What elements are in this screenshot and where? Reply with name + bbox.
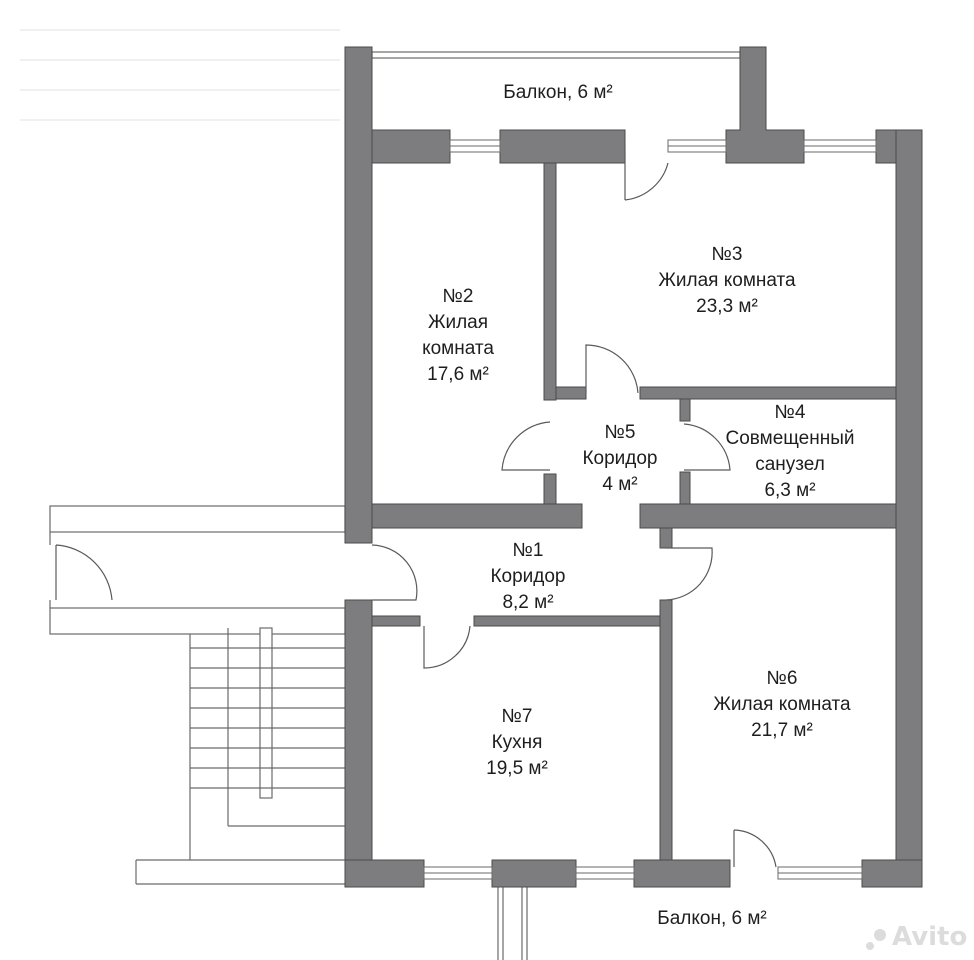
svg-text:21,7 м²: 21,7 м²	[751, 720, 813, 741]
balcony-bottom	[497, 886, 528, 960]
walls	[344, 46, 923, 888]
staircase	[49, 505, 346, 885]
window-room6-bottom	[777, 866, 863, 880]
svg-text:Совмещенный: Совмещенный	[725, 428, 854, 449]
svg-text:Коридор: Коридор	[582, 448, 657, 469]
svg-text:комната: комната	[422, 338, 494, 359]
room-5-label: №5 Коридор 4 м²	[582, 422, 657, 495]
label-balcony-bottom: Балкон, 6 м²	[657, 908, 767, 929]
svg-text:№3: №3	[712, 244, 743, 265]
balcony-top	[371, 51, 741, 59]
room-1-label: №1 Коридор 8,2 м²	[490, 540, 565, 613]
avito-watermark: Avito	[866, 922, 967, 952]
room-4-label: №4 Совмещенный санузел 6,3 м²	[725, 402, 854, 501]
svg-text:№5: №5	[605, 422, 636, 443]
window-room2-top	[449, 139, 501, 153]
window-kitchen-a	[423, 866, 493, 880]
svg-text:Avito: Avito	[892, 922, 967, 952]
svg-text:8,2 м²: 8,2 м²	[502, 592, 553, 613]
svg-text:Балкон, 6 м²: Балкон, 6 м²	[503, 82, 613, 103]
svg-text:6,3 м²: 6,3 м²	[764, 480, 815, 501]
room-7-label: №7 Кухня 19,5 м²	[486, 706, 548, 779]
windows	[423, 139, 877, 880]
svg-text:23,3 м²: 23,3 м²	[696, 296, 758, 317]
svg-text:санузел: санузел	[755, 454, 825, 475]
room-2-label: №2 Жилая комната 17,6 м²	[422, 286, 494, 385]
svg-text:Балкон, 6 м²: Балкон, 6 м²	[657, 908, 767, 929]
svg-text:№1: №1	[513, 540, 544, 561]
svg-text:№2: №2	[443, 286, 474, 307]
background-ghost-lines	[20, 29, 340, 121]
svg-text:Жилая: Жилая	[428, 312, 488, 333]
svg-text:Коридор: Коридор	[490, 566, 565, 587]
svg-text:17,6 м²: 17,6 м²	[427, 364, 489, 385]
svg-text:Кухня: Кухня	[492, 732, 543, 753]
svg-text:№7: №7	[502, 706, 533, 727]
svg-text:4 м²: 4 м²	[602, 474, 637, 495]
svg-text:№4: №4	[775, 402, 806, 423]
label-balcony-top: Балкон, 6 м²	[503, 82, 613, 103]
room-6-label: №6 Жилая комната 21,7 м²	[713, 668, 851, 741]
window-room3-top-a	[667, 139, 727, 153]
svg-text:19,5 м²: 19,5 м²	[486, 758, 548, 779]
room-3-label: №3 Жилая комната 23,3 м²	[658, 244, 796, 317]
window-room3-top-b	[803, 139, 877, 153]
svg-text:№6: №6	[767, 668, 798, 689]
doors	[371, 150, 777, 868]
window-kitchen-b	[575, 866, 635, 880]
svg-text:Жилая комната: Жилая комната	[658, 270, 796, 291]
svg-text:Жилая комната: Жилая комната	[713, 694, 851, 715]
